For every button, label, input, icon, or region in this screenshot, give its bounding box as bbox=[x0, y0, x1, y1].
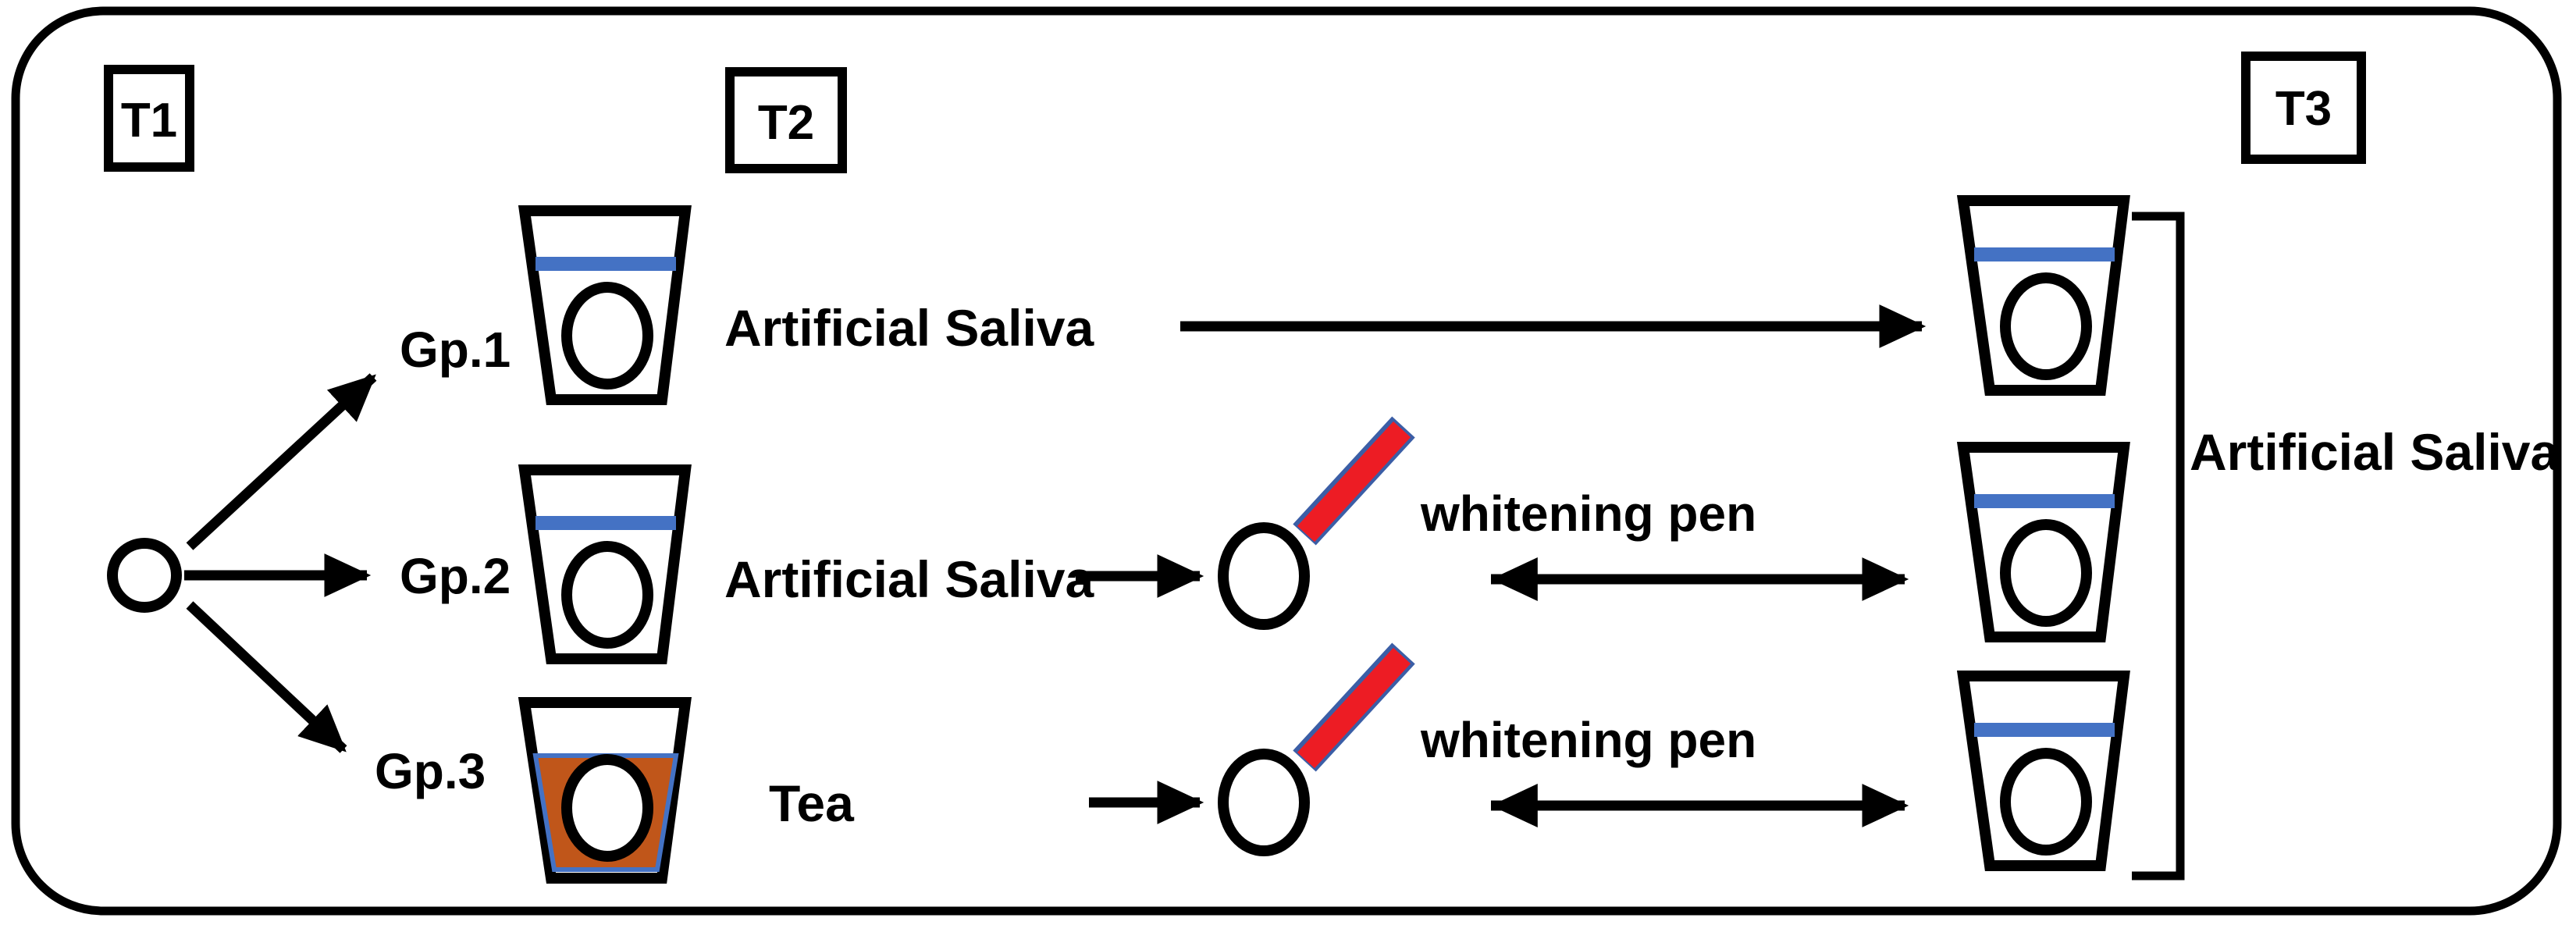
cup-outline-gp2 bbox=[518, 464, 692, 664]
group-label-gp2: Gp.2 bbox=[400, 548, 511, 604]
t3-group-bracket bbox=[2132, 212, 2185, 881]
timepoint-t2: T2 bbox=[725, 67, 847, 173]
timepoint-box-t3 bbox=[2241, 52, 2366, 164]
t2-medium-label-gp2: Artificial Saliva bbox=[724, 550, 1095, 608]
specimen-ellipse-gp2 bbox=[561, 541, 653, 649]
timepoint-label-t2: T2 bbox=[758, 96, 814, 150]
cup-outline-gp1 bbox=[518, 205, 692, 405]
specimen-ellipse-t3-gp3 bbox=[2000, 748, 2092, 856]
t2-cup-gp1 bbox=[518, 205, 692, 405]
t2-cup-gp3 bbox=[518, 697, 692, 884]
treatment-specimen-gp3 bbox=[1218, 642, 1415, 856]
source-specimen-circle bbox=[107, 538, 182, 613]
t2-medium-label-gp1: Artificial Saliva bbox=[724, 299, 1095, 357]
specimen-ellipse-gp3 bbox=[561, 754, 653, 862]
timepoint-label-t1: T1 bbox=[121, 94, 177, 148]
t2-cup-gp2 bbox=[518, 464, 692, 664]
arrow-source-to-gp1 bbox=[186, 373, 377, 550]
specimen-ellipse-gp1 bbox=[561, 282, 653, 390]
whitening-pen-icon-gp3 bbox=[1297, 647, 1411, 769]
specimen-ellipse-t3-gp1 bbox=[2000, 272, 2092, 380]
treatment-specimen-gp2 bbox=[1218, 416, 1415, 630]
whitening-pen-icon-gp2 bbox=[1297, 421, 1411, 543]
t3-group-label: Artificial Saliva bbox=[2190, 423, 2560, 481]
cup-outline-t3-gp3 bbox=[1956, 671, 2130, 871]
timepoint-t1: T1 bbox=[104, 65, 194, 172]
specimen-ellipse-treated-gp3 bbox=[1218, 749, 1310, 856]
t3-cup-gp2 bbox=[1956, 442, 2130, 642]
t3-cup-gp1 bbox=[1956, 195, 2130, 396]
cup-outline-t3-gp1 bbox=[1956, 195, 2130, 396]
cup-outline-t3-gp2 bbox=[1956, 442, 2130, 642]
group-label-gp3: Gp.3 bbox=[375, 743, 486, 799]
diagram-panel-border bbox=[11, 6, 2562, 916]
specimen-ellipse-treated-gp2 bbox=[1218, 522, 1310, 630]
specimen-ellipse-t3-gp2 bbox=[2000, 519, 2092, 627]
timepoint-t3: T3 bbox=[2241, 52, 2366, 164]
timepoint-box-t1 bbox=[104, 65, 194, 172]
group-label-gp1: Gp.1 bbox=[400, 322, 511, 378]
t3-cup-gp3 bbox=[1956, 671, 2130, 871]
t2-medium-label-gp3: Tea bbox=[769, 774, 855, 832]
treatment-label-gp3: whitening pen bbox=[1420, 712, 1756, 768]
timepoint-box-t2 bbox=[725, 67, 847, 173]
treatment-label-gp2: whitening pen bbox=[1420, 486, 1756, 542]
timepoint-label-t3: T3 bbox=[2275, 82, 2332, 136]
arrow-source-to-gp3 bbox=[186, 601, 347, 753]
